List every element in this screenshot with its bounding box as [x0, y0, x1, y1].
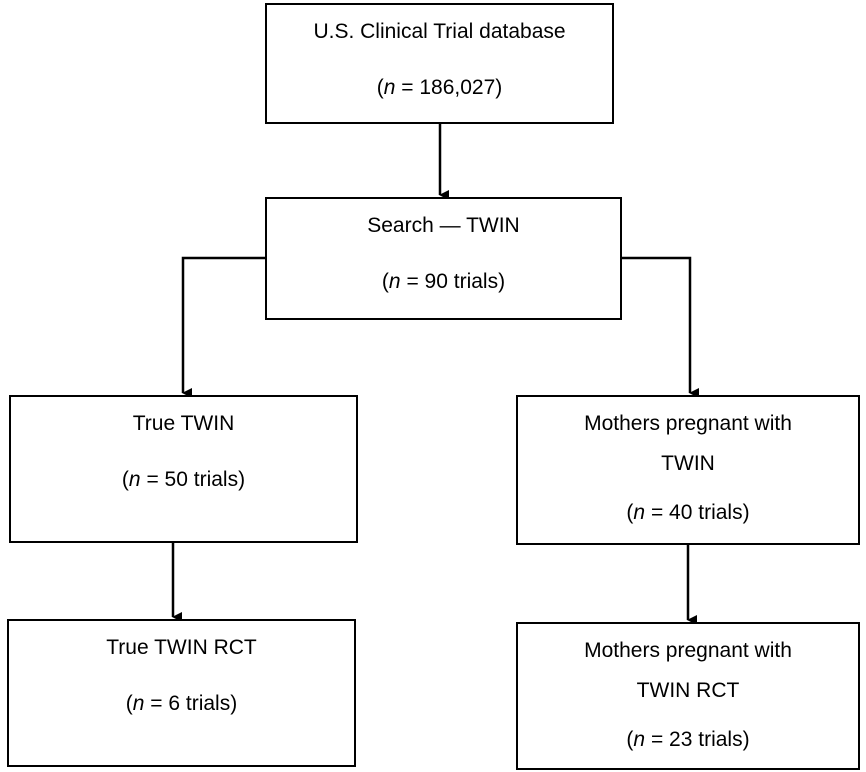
- node-title-line2: TWIN: [661, 452, 715, 476]
- edge-search-to-true-twin: [181, 256, 265, 398]
- node-database: U.S. Clinical Trial database (n = 186,02…: [265, 3, 614, 124]
- node-title: True TWIN RCT: [106, 636, 257, 659]
- node-mothers-twin-rct: Mothers pregnant with TWIN RCT (n = 23 t…: [516, 622, 860, 770]
- node-count: (n = 50 trials): [121, 468, 246, 492]
- node-title-line1: Mothers pregnant with: [584, 639, 792, 662]
- node-count: (n = 90 trials): [381, 270, 506, 294]
- node-true-twin-rct: True TWIN RCT (n = 6 trials): [7, 619, 356, 767]
- node-count: (n = 23 trials): [626, 727, 750, 751]
- node-search: Search — TWIN (n = 90 trials): [265, 197, 622, 320]
- node-title: Search — TWIN: [367, 214, 520, 237]
- node-title-line2: TWIN RCT: [636, 679, 740, 703]
- edge-search-to-mothers-twin: [622, 256, 699, 398]
- node-title: True TWIN: [132, 412, 235, 435]
- node-count: (n = 40 trials): [626, 500, 750, 524]
- node-title-line1: Mothers pregnant with: [584, 412, 792, 435]
- node-mothers-twin: Mothers pregnant with TWIN (n = 40 trial…: [516, 395, 860, 545]
- node-title: U.S. Clinical Trial database: [313, 20, 566, 43]
- node-count: (n = 186,027): [376, 76, 503, 100]
- node-true-twin: True TWIN (n = 50 trials): [9, 395, 358, 543]
- node-count: (n = 6 trials): [125, 692, 238, 716]
